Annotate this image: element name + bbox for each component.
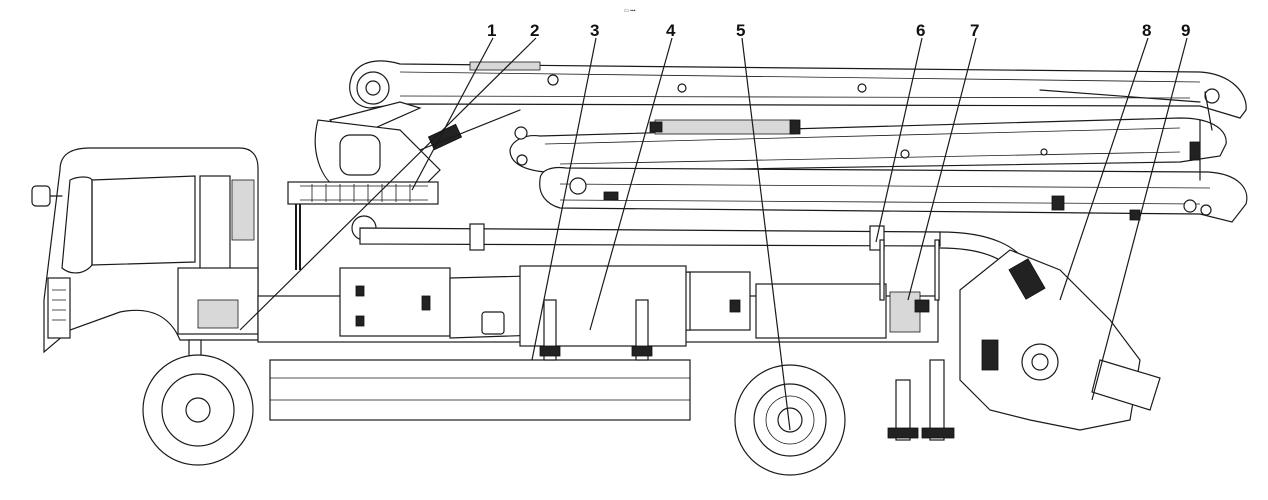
callout-3: 3 xyxy=(590,21,599,40)
leader-3 xyxy=(531,37,597,361)
callout-7: 7 xyxy=(970,21,979,40)
header-marker: ▭ ▪▪▪ xyxy=(624,8,636,14)
chassis xyxy=(257,239,940,421)
delivery-pipe xyxy=(359,223,1031,281)
leader-4 xyxy=(589,37,673,331)
callout-6: 6 xyxy=(916,21,925,40)
callout-2: 2 xyxy=(530,21,539,40)
leader-7 xyxy=(907,37,977,301)
callout-4: 4 xyxy=(666,21,676,40)
truck-cab xyxy=(31,147,259,354)
leader-6 xyxy=(875,37,923,243)
front-wheel xyxy=(142,354,254,466)
callout-9: 9 xyxy=(1181,21,1190,40)
callout-8: 8 xyxy=(1142,21,1151,40)
callout-5: 5 xyxy=(736,21,745,40)
callout-1: 1 xyxy=(487,21,496,40)
boom-assembly xyxy=(328,60,1248,223)
leader-8 xyxy=(1059,37,1149,301)
leader-2 xyxy=(239,37,537,331)
leader-1 xyxy=(411,37,494,191)
leader-5 xyxy=(741,37,791,431)
hopper-pump-unit xyxy=(959,249,1161,431)
leader-9 xyxy=(1091,37,1188,401)
callout-leaders xyxy=(239,37,1188,431)
turret xyxy=(287,119,441,270)
rear-wheel xyxy=(734,364,846,476)
